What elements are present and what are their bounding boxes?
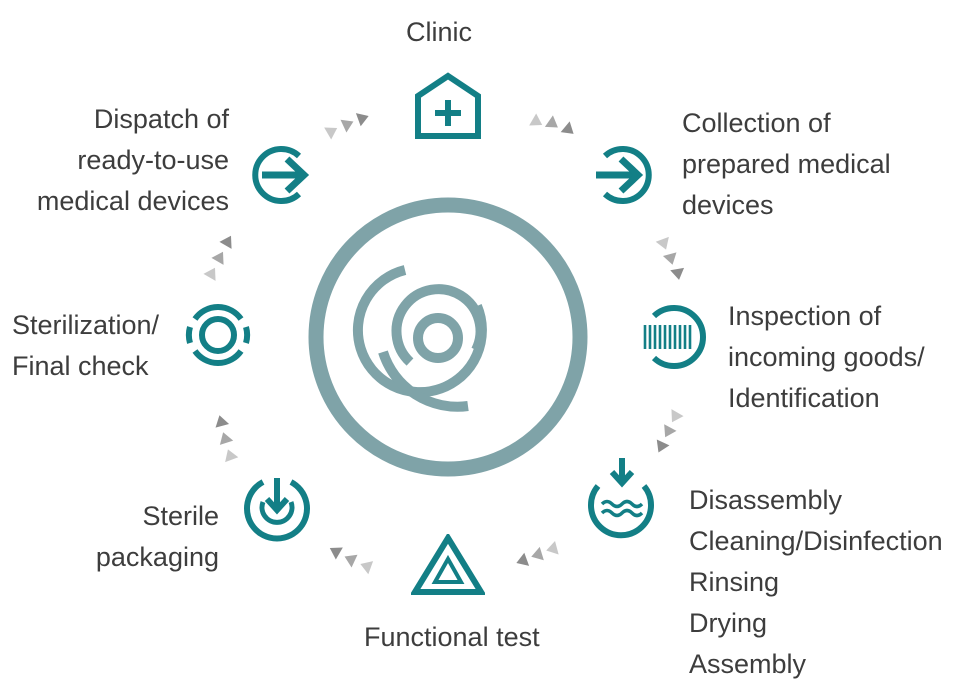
flow-arrow (656, 439, 670, 453)
flow-arrow (203, 267, 216, 281)
flow-arrow (344, 554, 358, 568)
flow-arrow (664, 424, 677, 438)
flow-arrow (529, 113, 543, 126)
down-arrow-circle-icon (244, 478, 310, 542)
documentation-ring (308, 197, 588, 477)
flow-arrow (215, 415, 230, 428)
flow-arrow (516, 552, 530, 566)
arrow-out-circle-icon (252, 146, 310, 204)
flow-arrow (662, 252, 677, 265)
step-label-sterilization: Sterilization/Final check (12, 310, 160, 381)
triangle-icon (411, 534, 485, 595)
water-wave-circle-icon (588, 458, 654, 539)
barcode-circle-icon (643, 305, 706, 369)
spiral-logo-icon (352, 265, 487, 412)
flow-arrow (340, 119, 354, 133)
double-ring-icon (185, 304, 251, 366)
flow-arrow (546, 540, 559, 555)
flow-arrow (531, 546, 544, 561)
flow-arrow (219, 432, 234, 445)
flow-arrow (544, 115, 558, 128)
flow-arrow (225, 449, 239, 463)
flow-arrow (670, 267, 685, 280)
flow-arrow (219, 235, 232, 249)
house-plus-icon (415, 72, 481, 139)
flow-arrow (360, 561, 374, 575)
flow-arrow (211, 251, 224, 265)
flow-arrow (560, 121, 574, 134)
flow-arrowheads (203, 113, 685, 575)
flow-arrow (329, 547, 343, 560)
arrow-in-circle-icon (596, 146, 652, 204)
flow-arrow (324, 127, 338, 140)
step-label-clinic: Clinic (406, 17, 473, 47)
flow-arrow (355, 113, 369, 127)
flow-arrow (671, 409, 684, 423)
step-label-functional: Functional test (364, 622, 540, 652)
flow-arrow (655, 236, 669, 250)
